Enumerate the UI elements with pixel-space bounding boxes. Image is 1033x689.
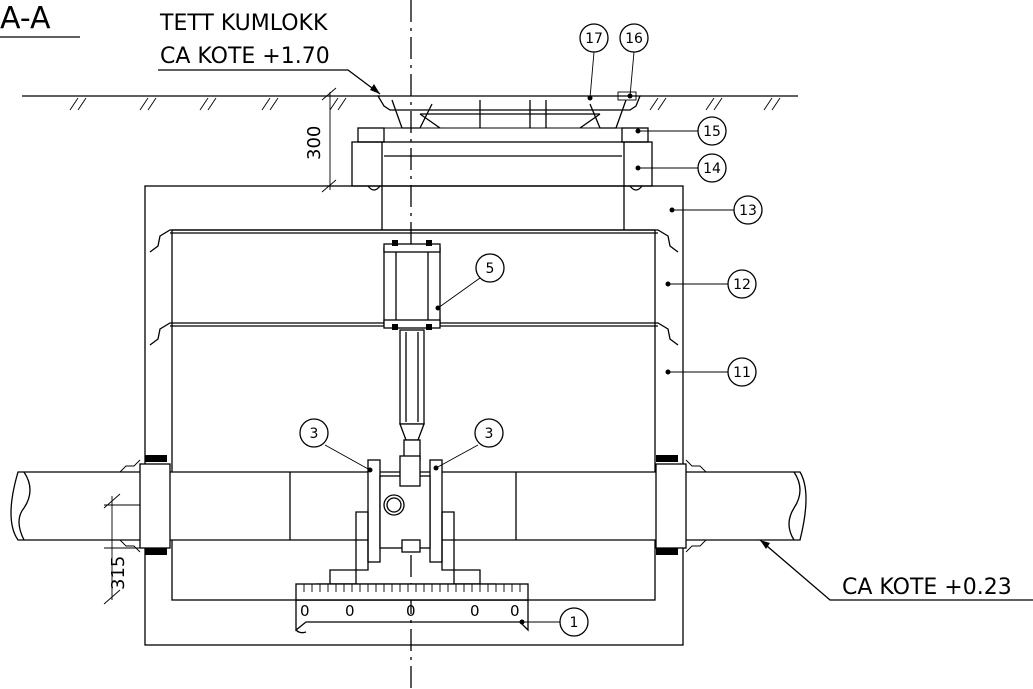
base-mark-4: 0	[470, 602, 480, 620]
svg-text:16: 16	[625, 31, 643, 47]
dimension-315: 315	[103, 493, 140, 605]
ground-line	[22, 95, 798, 111]
svg-text:13: 13	[739, 203, 757, 219]
base-mark-2: 0	[345, 602, 355, 620]
base-mark-1: 0	[300, 602, 310, 620]
lid-label-arrow	[370, 84, 380, 94]
dimension-300-text: 300	[304, 126, 325, 160]
svg-text:17: 17	[585, 31, 603, 47]
svg-text:15: 15	[703, 124, 721, 140]
callout-13: 13	[669, 195, 763, 225]
dimension-300: 300	[304, 87, 352, 193]
svg-text:1: 1	[570, 615, 579, 631]
pipe-label-arrow	[760, 540, 770, 549]
callout-3-right: 3	[433, 418, 504, 471]
svg-text:14: 14	[703, 161, 721, 177]
valve-actuator	[383, 240, 441, 330]
lid-label-leader	[158, 69, 381, 95]
base-mark-3: 0	[406, 602, 416, 620]
base-mark-5: 0	[510, 602, 520, 620]
svg-text:3: 3	[485, 426, 494, 442]
lid-label-line2: CA KOTE +1.70	[160, 44, 330, 69]
svg-text:11: 11	[733, 365, 751, 381]
valve-stem	[399, 329, 425, 461]
base-grating	[295, 583, 529, 601]
riser-ring	[351, 127, 653, 230]
svg-text:3: 3	[310, 426, 319, 442]
callout-5: 5	[435, 253, 505, 311]
callout-14: 14	[635, 153, 727, 183]
manhole-cover	[376, 91, 641, 129]
callout-1: 1	[519, 607, 589, 637]
svg-text:12: 12	[733, 277, 751, 293]
callout-12: 12	[665, 269, 757, 299]
svg-text:5: 5	[486, 261, 495, 277]
base-slab: 0 0 0 0 0	[295, 599, 529, 634]
valve-body	[316, 455, 496, 585]
callout-3-left: 3	[299, 418, 373, 473]
callout-15: 15	[635, 116, 727, 146]
callout-11: 11	[665, 357, 757, 387]
section-title: A-A	[0, 1, 51, 36]
dimension-315-text: 315	[108, 556, 129, 590]
callout-17: 17	[579, 23, 609, 101]
lid-label-line1: TETT KUMLOKK	[159, 11, 328, 36]
callout-16: 16	[619, 23, 649, 99]
pipe-label-leader	[759, 539, 1033, 601]
pipe-label: CA KOTE +0.23	[842, 575, 1012, 600]
